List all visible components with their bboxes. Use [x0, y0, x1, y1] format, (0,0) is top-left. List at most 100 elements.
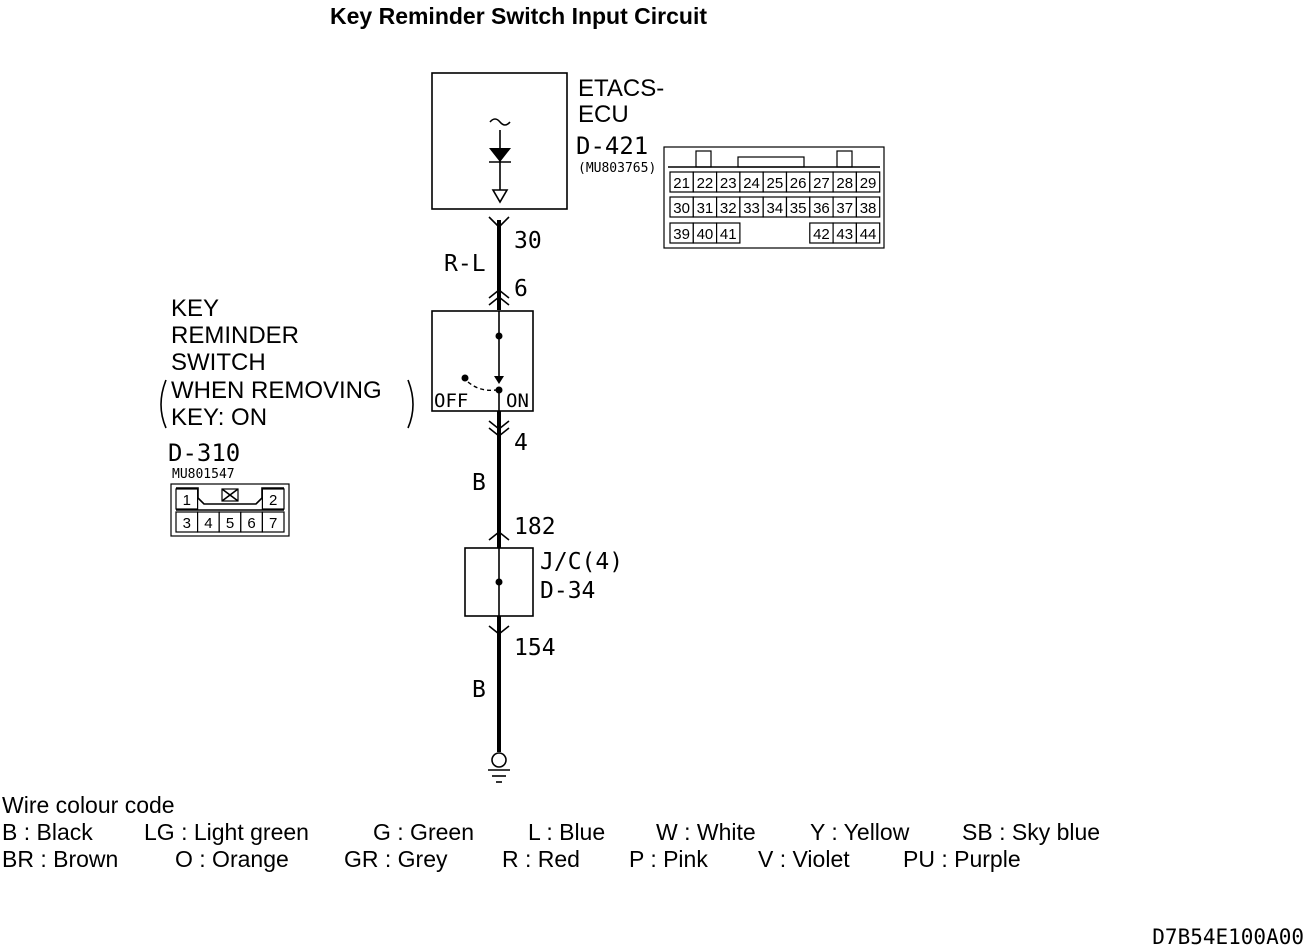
ecu-pin: 29: [860, 175, 877, 192]
switch-pin: 1: [183, 492, 191, 509]
switch-name-line2: REMINDER: [171, 322, 299, 349]
switch-condition-line1: WHEN REMOVING: [171, 377, 382, 404]
legend-item: W : White: [656, 819, 756, 845]
switch-pin: 7: [269, 515, 277, 532]
ecu-pin: 41: [720, 226, 737, 243]
switch-pin: 2: [269, 492, 277, 509]
junction-node-icon: [495, 578, 503, 586]
ecu-connector-key: [737, 156, 805, 168]
condition-bracket-right: [407, 379, 414, 429]
jc-terminal-154: 154: [514, 635, 556, 661]
ecu-connector-face: 21 22 23 24 25 26 27 28 29 30 31 32 33 34 35 36 37 38 39 40…: [663, 146, 885, 249]
ecu-name-line1: ETACS-: [578, 75, 664, 102]
switch-pin-cell: [261, 488, 285, 510]
ground-icon: [488, 752, 510, 783]
ecu-pin: 43: [836, 226, 853, 243]
switch-on-contact-icon: [495, 386, 503, 394]
switch-off-label: OFF: [434, 390, 468, 412]
figure-code: D7B54E100A00: [1152, 925, 1304, 948]
ecu-pin: 38: [860, 200, 877, 217]
legend-item: B : Black: [2, 819, 93, 845]
ecu-pin: 21: [673, 175, 690, 192]
legend-item: O : Orange: [175, 846, 289, 872]
switch-condition-line2: KEY: ON: [171, 404, 267, 431]
condition-bracket-left: [160, 379, 167, 429]
ecu-pin: 31: [697, 200, 714, 217]
ecu-pin: 26: [790, 175, 807, 192]
ecu-pin: 37: [836, 200, 853, 217]
ecu-pin: 44: [860, 226, 877, 243]
ecu-pin: 32: [720, 200, 737, 217]
switch-off-contact-icon: [461, 374, 469, 382]
wire-colour-upper: R-L: [444, 251, 486, 277]
wire-b-middle: [488, 411, 510, 548]
legend-item: SB : Sky blue: [962, 819, 1100, 845]
switch-terminal-4: 4: [514, 430, 528, 456]
switch-box: [431, 310, 534, 412]
etacs-ecu: ETACS- ECU D-421 (MU803765): [431, 72, 664, 210]
legend-item: GR : Grey: [344, 846, 448, 872]
legend-item: P : Pink: [629, 846, 708, 872]
switch-connector-x-icon: [221, 488, 239, 502]
legend-heading: Wire colour code: [2, 792, 175, 818]
junction-connector-id: D-34: [540, 578, 595, 604]
ecu-part-number: (MU803765): [578, 161, 656, 176]
switch-pin: 4: [204, 515, 212, 532]
jc-terminal-182: 182: [514, 514, 556, 540]
legend-item: LG : Light green: [144, 819, 309, 845]
wire-colour-lower: B: [472, 677, 486, 703]
wire-colour-middle: B: [472, 470, 486, 496]
ecu-internal-diode-icon: [489, 118, 511, 204]
switch-pin-cell: [175, 488, 199, 510]
switch-part-number: MU801547: [172, 467, 235, 482]
legend-item: V : Violet: [758, 846, 850, 872]
ecu-pin: 28: [836, 175, 853, 192]
ecu-pin: 24: [743, 175, 760, 192]
switch-name-line3: SWITCH: [171, 349, 266, 376]
diagram-title: Key Reminder Switch Input Circuit: [330, 3, 707, 29]
ecu-terminal-30: 30: [514, 228, 542, 254]
ecu-pin-grid: 21 22 23 24 25 26 27 28 29 30 31 32 33 34 35 36 37 38 39 40…: [669, 171, 881, 244]
ecu-pin: 40: [697, 226, 714, 243]
ecu-pin-cell: [715, 222, 741, 244]
ecu-pin-cell: [855, 196, 881, 218]
key-reminder-switch: OFF ON: [431, 310, 534, 412]
legend-item: L : Blue: [528, 819, 605, 845]
wire-colour-legend: Wire colour code B : Black LG : Light gr…: [2, 792, 1100, 872]
ecu-pin: 33: [743, 200, 760, 217]
junction-connector: [464, 547, 534, 617]
switch-connector-id: D-310: [168, 439, 240, 467]
ecu-pin: 35: [790, 200, 807, 217]
ecu-pin-cell: [855, 222, 881, 244]
switch-terminal-6: 6: [514, 276, 528, 302]
ecu-connector-id: D-421: [576, 132, 648, 160]
ecu-pin-cell: [855, 171, 881, 193]
legend-item: BR : Brown: [2, 846, 118, 872]
ecu-connector-lock-left: [695, 150, 712, 168]
ecu-pin: 27: [813, 175, 830, 192]
ecu-pin: 42: [813, 226, 830, 243]
ecu-pin: 36: [813, 200, 830, 217]
ecu-pin: 25: [767, 175, 784, 192]
wire-r-l: [488, 216, 510, 310]
switch-pin-cell: [261, 511, 285, 533]
ecu-connector-lock-right: [836, 150, 853, 168]
ecu-pin: 30: [673, 200, 690, 217]
ecu-name-line2: ECU: [578, 101, 629, 128]
switch-pin: 5: [226, 515, 234, 532]
ecu-pin: 22: [697, 175, 714, 192]
legend-item: PU : Purple: [903, 846, 1021, 872]
ecu-pin: 34: [767, 200, 784, 217]
ecu-pin: 23: [720, 175, 737, 192]
switch-name-line1: KEY: [171, 295, 219, 322]
switch-on-label: ON: [506, 390, 529, 412]
legend-item: G : Green: [373, 819, 474, 845]
wire-b-lower: [488, 616, 510, 752]
ecu-pin: 39: [673, 226, 690, 243]
junction-name: J/C(4): [540, 549, 623, 575]
switch-pin: 6: [247, 515, 255, 532]
switch-pin: 3: [183, 515, 191, 532]
